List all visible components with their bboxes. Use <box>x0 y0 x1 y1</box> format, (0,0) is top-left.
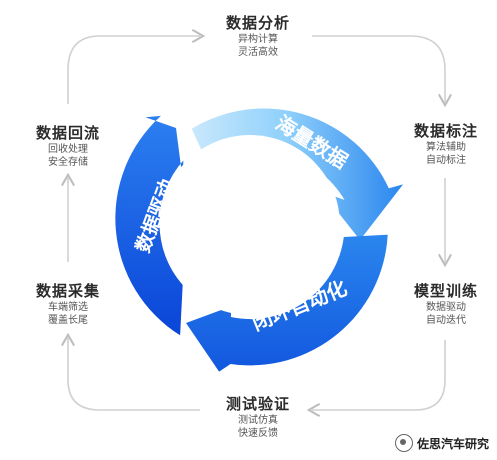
ring-center <box>160 135 340 315</box>
node-title: 数据分析 <box>225 14 290 32</box>
node-data-analysis: 数据分析 异构计算 灵活高效 <box>210 12 306 59</box>
node-subtitle: 自动标注 <box>426 155 466 166</box>
node-subtitle: 算法辅助 <box>426 142 466 153</box>
ring-segment-left <box>115 115 184 336</box>
node-testing-verification: 测试验证 测试仿真 快速反馈 <box>210 393 306 440</box>
node-subtitle: 安全存储 <box>48 157 88 168</box>
node-subtitle: 数据驱动 <box>426 302 466 313</box>
node-title: 数据标注 <box>413 122 478 140</box>
outer-flow-connectors <box>68 36 445 410</box>
node-subtitle: 回收处理 <box>48 144 88 155</box>
connector-backflow-to-analysis <box>67 36 200 104</box>
connector-analysis-to-labeling <box>312 35 445 102</box>
node-title: 模型训练 <box>413 282 478 300</box>
node-title: 测试验证 <box>225 395 290 413</box>
node-subtitle: 自动迭代 <box>426 315 466 326</box>
node-data-backflow: 数据回流 回收处理 安全存储 <box>20 122 116 169</box>
node-subtitle: 灵活高效 <box>238 47 278 58</box>
node-subtitle: 测试仿真 <box>238 415 278 426</box>
node-title: 数据采集 <box>35 282 100 300</box>
watermark-text: 佐思汽车研究 <box>416 436 489 451</box>
node-model-training: 模型训练 数据驱动 自动迭代 <box>398 280 494 327</box>
node-subtitle: 覆盖长尾 <box>48 315 88 326</box>
node-subtitle: 异构计算 <box>238 34 278 45</box>
wechat-logo-icon <box>394 434 413 452</box>
connector-training-to-testing <box>312 340 446 410</box>
watermark: 佐思汽车研究 <box>394 434 489 452</box>
node-subtitle: 车端筛选 <box>48 302 88 313</box>
node-data-collection: 数据采集 车端筛选 覆盖长尾 <box>20 280 116 327</box>
node-title: 数据回流 <box>35 124 100 142</box>
ring-arrows <box>115 108 404 372</box>
node-subtitle: 快速反馈 <box>238 428 278 439</box>
ring-segment-bottom-right <box>186 234 388 372</box>
node-data-labeling: 数据标注 算法辅助 自动标注 <box>398 120 494 167</box>
connector-testing-to-collection <box>68 338 200 411</box>
